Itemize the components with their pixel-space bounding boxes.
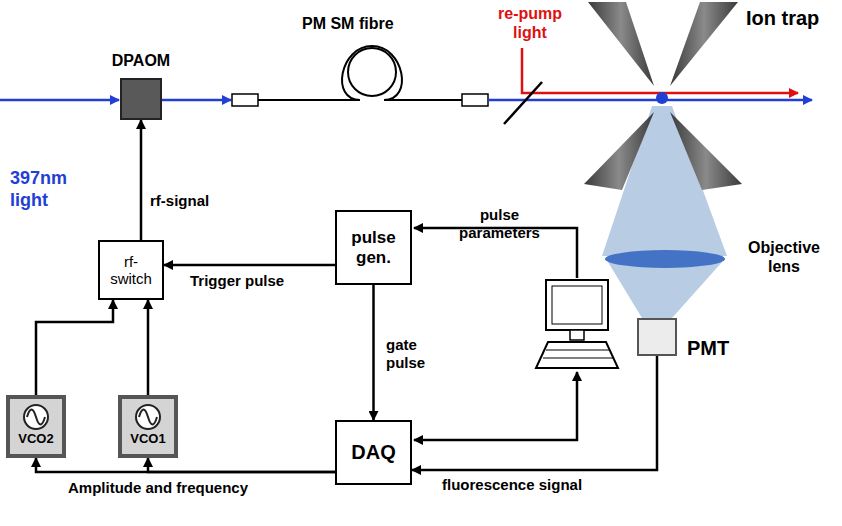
connector (36, 458, 335, 472)
repump-beam (522, 48, 798, 93)
connector (147, 300, 150, 395)
connector (36, 300, 113, 395)
signal-label: Trigger pulse (188, 272, 286, 290)
dichroic-mirror (504, 82, 542, 124)
beam-label: re-pump light (488, 4, 572, 42)
connector (148, 458, 335, 472)
laser-beam (0, 99, 119, 102)
sine-source-icon (133, 402, 163, 432)
oscillator-box: VCO1 (118, 395, 178, 458)
fibre-connector (462, 94, 488, 106)
signal-label: gate pulse (384, 336, 438, 372)
node-label: VCO1 (130, 432, 165, 447)
trap-electrode (584, 112, 654, 190)
ion (656, 92, 668, 104)
node-label: DAQ (351, 441, 395, 464)
signal-label: Amplitude and frequency (66, 479, 250, 497)
computer-icon (536, 280, 618, 368)
fibre (258, 46, 462, 100)
connector (412, 356, 657, 470)
trap-electrode (588, 2, 654, 86)
modulator-box: DPAOM (120, 78, 162, 120)
fibre-label: PM SM fibre (300, 14, 396, 33)
data-link (414, 372, 577, 440)
lens-label: Objective lens (732, 238, 836, 276)
laser-beam (488, 99, 812, 102)
node-label: DPAOM (112, 52, 170, 70)
trap-label: Ion trap (744, 6, 821, 30)
trap-electrode (670, 2, 738, 86)
daq-box: DAQ (335, 420, 412, 485)
objective-lens (605, 250, 725, 268)
pulse-generator-box: pulse gen. (335, 210, 412, 285)
beam-label: 397nm light (8, 168, 82, 211)
connector (372, 285, 375, 420)
fibre-loop (348, 48, 396, 96)
node-label: rf- switch (104, 253, 158, 288)
connector (164, 264, 335, 267)
signal-label: pulse parameters (450, 206, 549, 242)
fluorescence-cone (608, 262, 722, 318)
sine-source-icon (21, 402, 51, 432)
node-label: PMT (687, 337, 729, 360)
connector (140, 120, 143, 240)
rf-switch-box: rf- switch (98, 240, 164, 300)
signal-label: fluorescence signal (440, 476, 584, 494)
node-label: pulse gen. (344, 228, 404, 267)
pmt-box: PMT (637, 318, 677, 356)
oscillator-box: VCO2 (6, 395, 66, 458)
node-label: VCO2 (18, 432, 53, 447)
trap-electrode (670, 112, 742, 190)
fibre-connector (232, 94, 258, 106)
laser-beam (162, 99, 231, 102)
signal-label: rf-signal (148, 192, 211, 210)
